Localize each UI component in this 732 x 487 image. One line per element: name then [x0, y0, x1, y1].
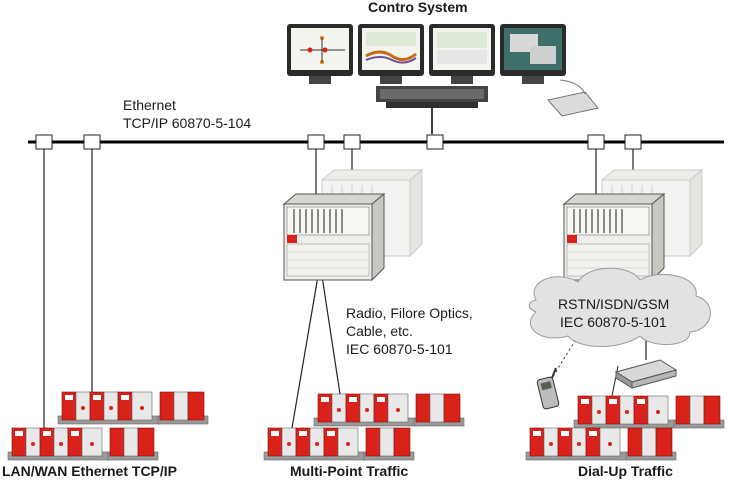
control-system: [287, 24, 599, 134]
monitor-1: [287, 24, 353, 84]
lan-rtu-lower: [8, 428, 158, 460]
ethernet-label: Ethernet: [123, 97, 176, 113]
modem: [614, 359, 678, 389]
control-system-title: Contro System: [368, 0, 468, 15]
pstn-cloud: [528, 267, 711, 347]
cloud-label-line-2: IEC 60870-5-101: [560, 314, 667, 330]
radio-note-line-3: IEC 60870-5-101: [346, 341, 453, 357]
section-label-multipoint: Multi-Point Traffic: [290, 463, 409, 479]
multipoint-rtus: [264, 394, 464, 460]
multipoint-rtu-upper: [314, 394, 464, 426]
lan-rtu-upper: [58, 392, 208, 424]
section-label-dialup: Dial-Up Traffic: [578, 463, 673, 479]
lan-rtus: [8, 392, 208, 460]
phone-device: [547, 91, 599, 117]
monitor-1-screen: [300, 36, 345, 64]
dialup-rtu-lower: [526, 428, 676, 460]
ethernet-protocol-label: TCP/IP 60870-5-104: [123, 115, 252, 131]
radio-note-line-2: Cable, etc.: [346, 323, 413, 339]
mobile-phone: [536, 367, 560, 410]
rack-center: [283, 193, 385, 281]
cloud-label-line-1: RSTN/ISDN/GSM: [558, 296, 670, 312]
rack-right: [563, 193, 665, 281]
dialup-rtu-upper: [574, 396, 724, 428]
multipoint-rtu-lower: [264, 428, 414, 460]
monitor-3-screen: [437, 32, 487, 64]
bus-taps: [35, 134, 642, 150]
lan-links: [43, 149, 93, 428]
monitor-4-screen: [504, 28, 562, 70]
radio-note-line-1: Radio, Filore Optics,: [346, 305, 473, 321]
monitor-2-screen: [365, 32, 417, 64]
section-label-lan: LAN/WAN Ethernet TCP/IP: [2, 463, 178, 479]
